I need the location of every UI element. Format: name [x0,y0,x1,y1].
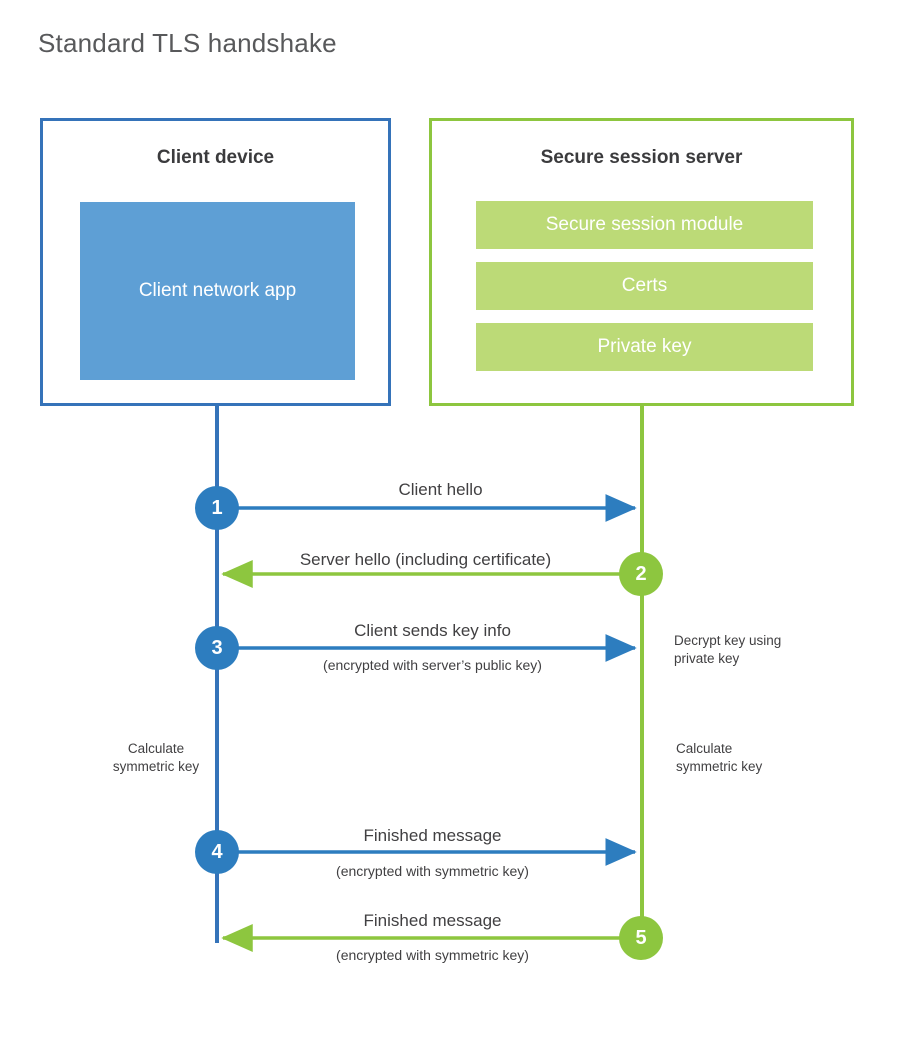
note-server-calc-line-2: symmetric key [676,759,763,775]
step-marker-2[interactable]: 2 [619,552,663,596]
page-title: Standard TLS handshake [38,28,337,58]
message-sublabel-step-4: (encrypted with symmetric key) [336,863,529,879]
message-label-step-3: Client sends key info [354,621,511,640]
message-label-step-1: Client hello [398,480,483,499]
secure-session-server-box: Secure session server Secure session mod… [429,118,854,406]
client-lifeline [215,406,219,943]
note-client-calculate-symmetric-key: Calculate symmetric key [85,740,227,776]
server-component-list: Secure session module Certs Private key [476,201,813,384]
message-sublabel-step-3: (encrypted with server’s public key) [323,657,542,673]
step-marker-1[interactable]: 1 [195,486,239,530]
client-network-app-block: Client network app [80,202,355,380]
note-decrypt-key: Decrypt key using private key [674,632,844,668]
client-device-box: Client device Client network app [40,118,391,406]
step-marker-4[interactable]: 4 [195,830,239,874]
message-label-step-5: Finished message [363,911,502,930]
note-server-calc-line-1: Calculate [676,741,733,756]
secure-session-server-title: Secure session server [540,147,743,168]
note-decrypt-key-line-1: Decrypt key using [674,633,782,648]
server-component-certs: Certs [476,262,813,310]
note-client-calc-line-2: symmetric key [112,759,200,775]
note-decrypt-key-line-2: private key [674,651,740,667]
server-lifeline [640,406,644,939]
step-marker-3[interactable]: 3 [195,626,239,670]
server-component-secure-session-module: Secure session module [476,201,813,249]
note-client-calc-line-1: Calculate [127,741,185,756]
step-marker-5[interactable]: 5 [619,916,663,960]
note-server-calculate-symmetric-key: Calculate symmetric key [676,740,836,776]
client-device-title: Client device [156,147,275,168]
message-sublabel-step-5: (encrypted with symmetric key) [336,947,529,963]
server-component-private-key: Private key [476,323,813,371]
message-label-step-2: Server hello (including certificate) [299,550,552,569]
message-label-step-4: Finished message [363,826,502,845]
